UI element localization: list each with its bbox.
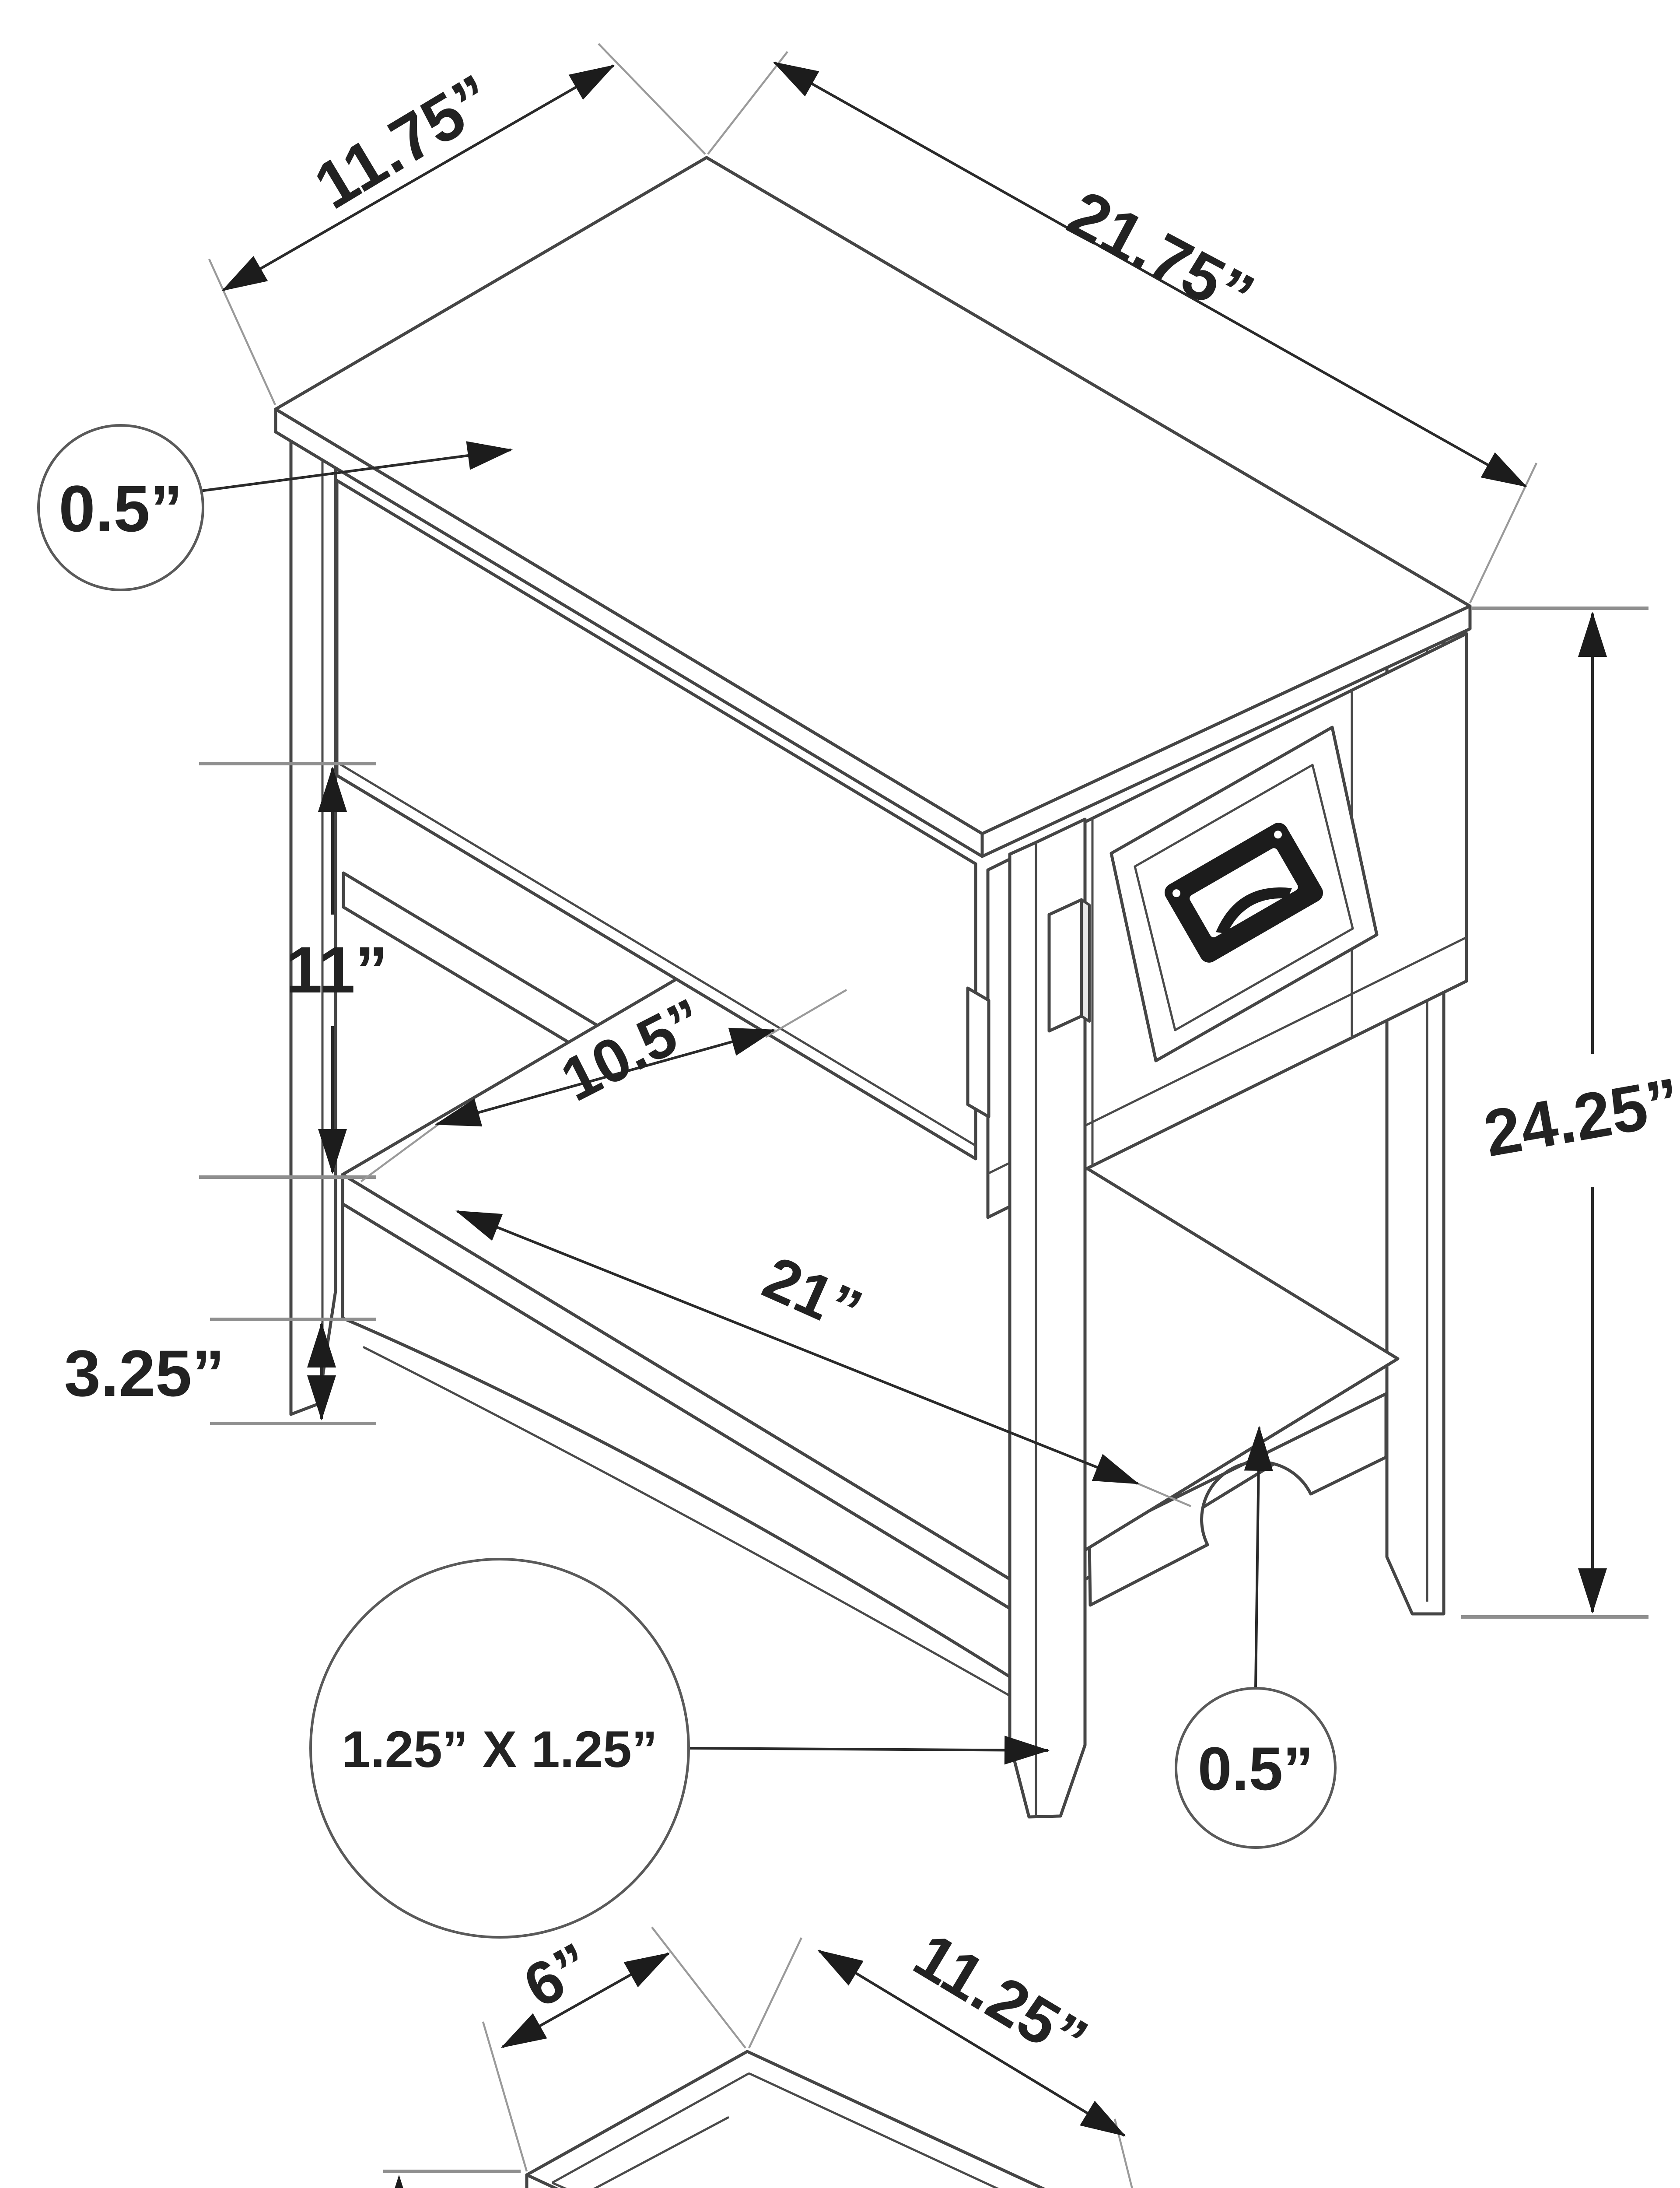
dim-label-drawer-inner-width: 6”	[513, 1929, 602, 2021]
corbel	[1047, 898, 1083, 1033]
dim-label-overall-height: 24.25”	[1479, 1064, 1680, 1171]
callout-shelf-thickness: 0.5”	[1175, 1425, 1337, 1849]
dim-drawer-side-height: 4”	[383, 2170, 521, 2188]
dim-label-skirt-to-floor: 3.25”	[64, 1336, 225, 1410]
dim-label-top-depth: 11.75”	[302, 60, 505, 223]
callout-top-thickness: 0.5”	[37, 424, 513, 591]
dim-skirt-to-floor: 3.25”	[64, 1318, 376, 1425]
end-skirt-arch	[1088, 1392, 1388, 1607]
drawer-drawing	[525, 2050, 1046, 2188]
drawer-side-panel	[525, 2173, 559, 2188]
drawer-box-rim	[525, 2050, 1046, 2188]
dim-apron-to-shelf: 11”	[199, 762, 388, 1179]
front-left-leg	[289, 438, 337, 1416]
dim-label-drawer-depth: 11.25”	[903, 1919, 1099, 2076]
tabletop	[274, 156, 1472, 858]
callout-leg-section: 1.25” X 1.25”	[309, 1558, 1050, 1939]
corbel	[966, 986, 990, 1119]
dim-label-shelf-thickness: 0.5”	[1198, 1734, 1314, 1803]
drawer-handle-icon	[1164, 823, 1323, 963]
dim-label-top-thickness: 0.5”	[59, 472, 183, 545]
dim-label-top-width: 21.75”	[1057, 176, 1266, 333]
dim-label-leg-section: 1.25” X 1.25”	[342, 1721, 658, 1778]
dim-label-apron-to-shelf: 11”	[286, 933, 388, 1006]
drawer-end-face	[986, 632, 1468, 1219]
dim-overall-height: 24.25”	[1461, 607, 1680, 1619]
